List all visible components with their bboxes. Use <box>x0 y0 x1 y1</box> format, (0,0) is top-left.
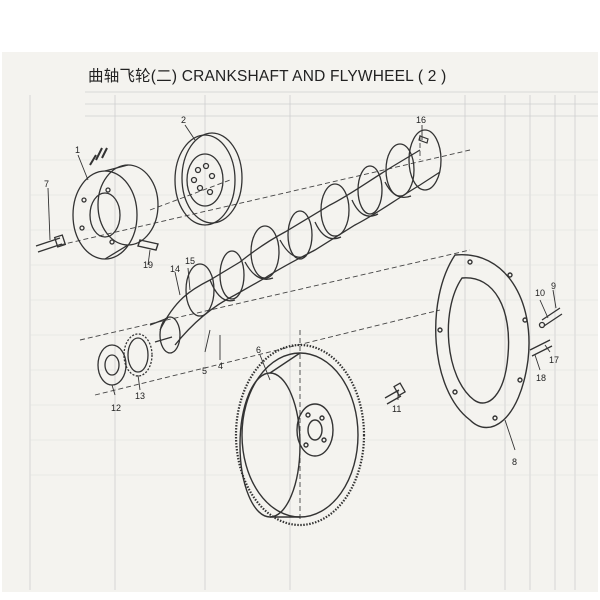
callout-9: 9 <box>551 281 557 291</box>
flywheel-housing <box>435 254 530 429</box>
reverse-side-table <box>29 91 598 590</box>
callout-15: 15 <box>185 256 196 266</box>
callout-4: 4 <box>218 361 224 371</box>
callout-19: 19 <box>143 260 154 270</box>
callout-17: 17 <box>549 355 560 365</box>
bolt-flywheel <box>384 382 406 405</box>
callout-1: 1 <box>75 145 81 155</box>
bolts-right <box>529 307 563 357</box>
callout-7: 7 <box>44 179 50 189</box>
key-part <box>137 239 159 251</box>
damper-disc <box>174 132 243 226</box>
gear-parts <box>97 333 153 386</box>
callout-18: 18 <box>536 373 547 383</box>
callout-16: 16 <box>416 115 427 125</box>
callout-13: 13 <box>135 391 146 401</box>
crankshaft <box>149 129 442 354</box>
pulley-hub <box>72 147 159 260</box>
callout-10: 10 <box>535 288 546 298</box>
flywheel <box>234 343 366 527</box>
page-title: 曲轴飞轮(二) CRANKSHAFT AND FLYWHEEL ( 2 ) <box>88 68 447 85</box>
callout-14: 14 <box>170 264 181 274</box>
callout-12: 12 <box>111 403 122 413</box>
bolt-left <box>35 234 67 253</box>
callout-8: 8 <box>512 457 518 467</box>
callout-5: 5 <box>202 366 208 376</box>
callout-11: 11 <box>392 404 402 414</box>
callout-2: 2 <box>181 115 187 125</box>
leader-lines <box>47 124 557 451</box>
callout-6: 6 <box>256 345 262 355</box>
